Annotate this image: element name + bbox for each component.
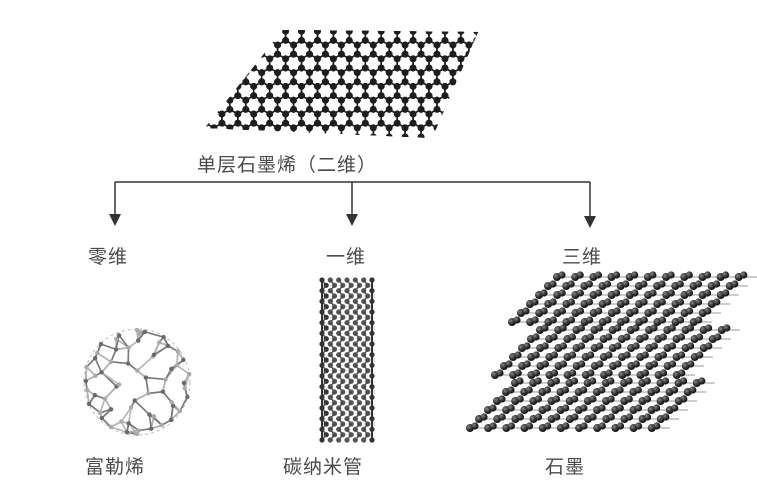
carbon-nanotube-icon — [319, 277, 375, 443]
fullerene-sphere-icon — [83, 327, 192, 437]
dimension-label-one: 一维 — [326, 246, 367, 268]
arrow-down-icon — [346, 214, 358, 226]
root-label: 单层石墨烯（二维） — [197, 154, 378, 176]
arrowheads — [109, 214, 596, 228]
dimension-label-three: 三维 — [562, 246, 603, 268]
arrow-down-icon — [109, 214, 121, 226]
graphite-layers-icon — [466, 271, 757, 432]
material-label-fullerene: 富勒烯 — [85, 456, 146, 478]
material-label-nanotube: 碳纳米管 — [283, 456, 364, 478]
arrow-down-icon — [584, 216, 596, 228]
material-label-graphite: 石墨 — [545, 456, 586, 478]
dimension-label-zero: 零维 — [88, 246, 129, 268]
branch-connectors — [114, 181, 591, 218]
